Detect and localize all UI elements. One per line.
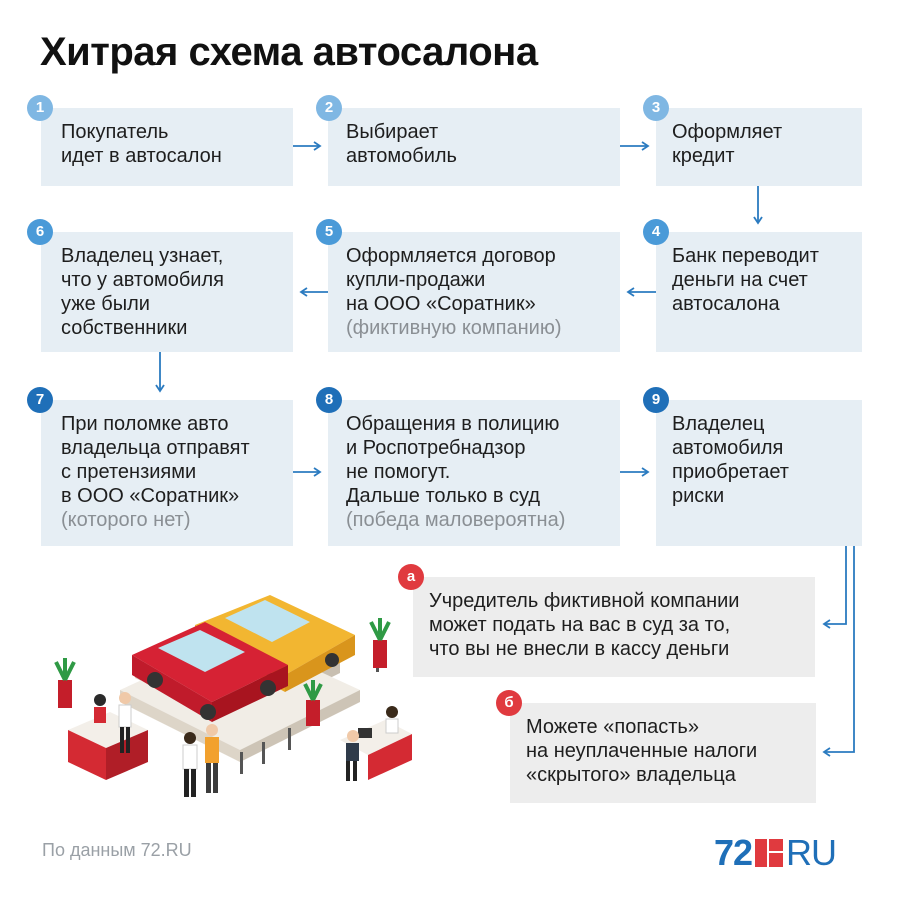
risk-a-line-2: может подать на вас в суд за то,	[429, 614, 731, 636]
step-4-line-1: Банк переводит	[672, 245, 819, 267]
step-box-3: Оформляет кредит	[656, 108, 862, 186]
arrow-9-a	[822, 546, 847, 629]
step-2-line-1: Выбирает	[346, 121, 439, 143]
step-7-line-3: с претензиями	[61, 461, 197, 483]
step-number-6: 6	[27, 219, 53, 245]
step-7-note: (которого нет)	[61, 509, 191, 531]
dealership-illustration	[54, 595, 412, 797]
step-box-4: Банк переводит деньги на счет автосалона	[656, 232, 862, 352]
step-8-line-2: и Роспотребнадзор	[346, 437, 526, 459]
step-5-line-3: на ООО «Соратник»	[346, 293, 536, 315]
reception-desk-icon	[68, 712, 148, 780]
plant-icon-3	[303, 680, 323, 726]
step-number-7: 7	[27, 387, 53, 413]
step-8-line-4: Дальше только в суд	[346, 485, 541, 507]
arrow-9-b	[822, 546, 855, 757]
step-7-line-1: При поломке авто	[61, 413, 229, 435]
step-box-1: Покупатель идет в автосалон	[41, 108, 293, 186]
source-note: По данным 72.RU	[42, 840, 192, 860]
step-2-line-2: автомобиль	[346, 145, 457, 167]
logo-ru: RU	[786, 832, 837, 873]
risk-b-line-2: на неуплаченные налоги	[526, 740, 758, 762]
step-4-line-3: автосалона	[672, 293, 780, 315]
step-number-3: 3	[643, 95, 669, 121]
step-6-line-4: собственники	[61, 317, 188, 339]
person-icon-2	[118, 692, 132, 753]
step-9-line-1: Владелец	[672, 413, 765, 435]
step-box-7: При поломке авто владельца отправят с пр…	[41, 400, 293, 546]
step-6-line-2: что у автомобиля	[61, 269, 224, 291]
risk-box-a: Учредитель фиктивной компании может пода…	[413, 577, 815, 677]
brand-logo: 72 RU	[714, 832, 837, 873]
step-number-8: 8	[316, 387, 342, 413]
step-7-line-4: в ООО «Соратник»	[61, 485, 240, 507]
step-box-5: Оформляется договор купли-продажи на ООО…	[328, 232, 620, 352]
step-5-note: (фиктивную компанию)	[346, 317, 562, 339]
logo-number: 72	[714, 832, 753, 873]
step-8-note: (победа маловероятна)	[346, 509, 566, 531]
step-8-line-1: Обращения в полицию	[346, 413, 560, 435]
step-1-line-1: Покупатель	[61, 121, 169, 143]
risk-letter-b: б	[496, 690, 522, 716]
plant-icon-2	[369, 618, 391, 668]
step-box-9: Владелец автомобиля приобретает риски	[656, 400, 862, 546]
step-4-line-2: деньги на счет	[672, 269, 808, 291]
step-9-line-3: приобретает	[672, 461, 789, 483]
risk-letter-a: а	[398, 564, 424, 590]
step-3-line-2: кредит	[672, 145, 735, 167]
risk-b-line-3: «скрытого» владельца	[526, 764, 736, 786]
risk-b-line-1: Можете «попасть»	[526, 716, 699, 738]
step-6-line-3: уже были	[61, 293, 150, 315]
step-number-9: 9	[643, 387, 669, 413]
step-box-6: Владелец узнает, что у автомобиля уже бы…	[41, 232, 293, 352]
step-box-8: Обращения в полицию и Роспотребнадзор не…	[328, 400, 620, 546]
risk-box-b: Можете «попасть» на неуплаченные налоги …	[510, 703, 816, 803]
office-desk-icon	[340, 706, 412, 781]
person-icon-1	[94, 694, 106, 723]
step-number-4: 4	[643, 219, 669, 245]
step-6-line-1: Владелец узнает,	[61, 245, 224, 267]
step-9-line-2: автомобиля	[672, 437, 784, 459]
step-number-2: 2	[316, 95, 342, 121]
step-box-2: Выбирает автомобиль	[328, 108, 620, 186]
risk-a-line-1: Учредитель фиктивной компании	[429, 590, 740, 612]
step-7-line-2: владельца отправят	[61, 437, 250, 459]
risk-a-line-3: что вы не внесли в кассу деньги	[429, 638, 730, 660]
step-8-line-3: не помогут.	[346, 461, 451, 483]
step-1-line-2: идет в автосалон	[61, 145, 222, 167]
red-car-icon	[132, 622, 288, 722]
step-5-line-1: Оформляется договор	[346, 245, 556, 267]
plant-icon	[54, 658, 76, 708]
step-9-line-4: риски	[672, 485, 725, 507]
step-3-line-1: Оформляет	[672, 121, 783, 143]
step-number-5: 5	[316, 219, 342, 245]
page-title: Хитрая схема автосалона	[40, 30, 538, 74]
step-number-1: 1	[27, 95, 53, 121]
logo-square-icon	[755, 839, 784, 867]
person-icon-3	[182, 732, 198, 797]
person-icon-4	[205, 724, 219, 793]
step-5-line-2: купли-продажи	[346, 269, 486, 291]
